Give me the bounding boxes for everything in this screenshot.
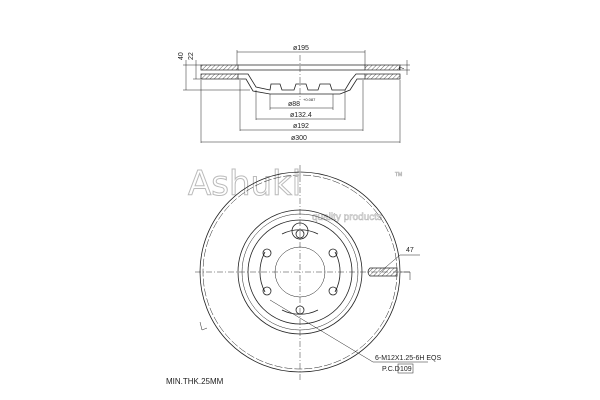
- friction-plate-right-bottom: [364, 73, 401, 80]
- section-view: ø195 ø88 +0.087 ø132.4 ø192 ø300 40 22 7: [178, 45, 410, 143]
- vent-leader: [379, 254, 420, 280]
- logo-tm: TM: [395, 172, 402, 178]
- bolt-hole: [262, 286, 272, 296]
- min-thickness-note: MIN.THK.25MM: [166, 377, 224, 386]
- dim-d88: ø88: [288, 101, 300, 108]
- dim-d88-tol: +0.087: [303, 97, 316, 102]
- pcd-label: P.C.D: [382, 366, 400, 373]
- thread-leader: [269, 299, 428, 363]
- friction-plate-left-top: [200, 64, 239, 71]
- hat-profile-lower: [238, 78, 365, 95]
- bolt-hole: [295, 229, 305, 239]
- dim-d300: ø300: [291, 135, 307, 142]
- dim-vent-47: 47: [406, 247, 414, 254]
- friction-plate-right-top: [364, 64, 401, 71]
- bolt-hole: [328, 286, 338, 296]
- dim-height-22: 22: [188, 52, 195, 60]
- vent-slot: [367, 267, 398, 277]
- bolt-holes: [262, 229, 338, 315]
- thread-callout: 6-M12X1.25-6H EQS: [375, 355, 441, 362]
- logo-brand: Ashuki: [188, 164, 301, 204]
- pcd-box: [397, 363, 414, 374]
- dim-d195: ø195: [293, 45, 309, 52]
- bolt-hole: [262, 248, 272, 258]
- dimension-lines: [183, 50, 410, 143]
- front-view: 47 6-M12X1.25-6H EQS P.C.D 109: [195, 165, 441, 380]
- lug-boss: [291, 222, 309, 240]
- dim-d192: ø192: [293, 123, 309, 130]
- dim-height-40: 40: [178, 52, 185, 60]
- pcd-value: 109: [400, 366, 412, 373]
- friction-plate-left-bottom: [200, 73, 239, 80]
- logo-watermark: Ashuki TM quality products: [188, 164, 403, 224]
- rotation-mark: [199, 321, 208, 331]
- dim-d132: ø132.4: [290, 112, 312, 119]
- bolt-hole: [328, 248, 338, 258]
- logo-tagline: quality products: [312, 212, 382, 223]
- hat-profile: [238, 64, 365, 91]
- dim-thickness-7: 7: [399, 66, 406, 70]
